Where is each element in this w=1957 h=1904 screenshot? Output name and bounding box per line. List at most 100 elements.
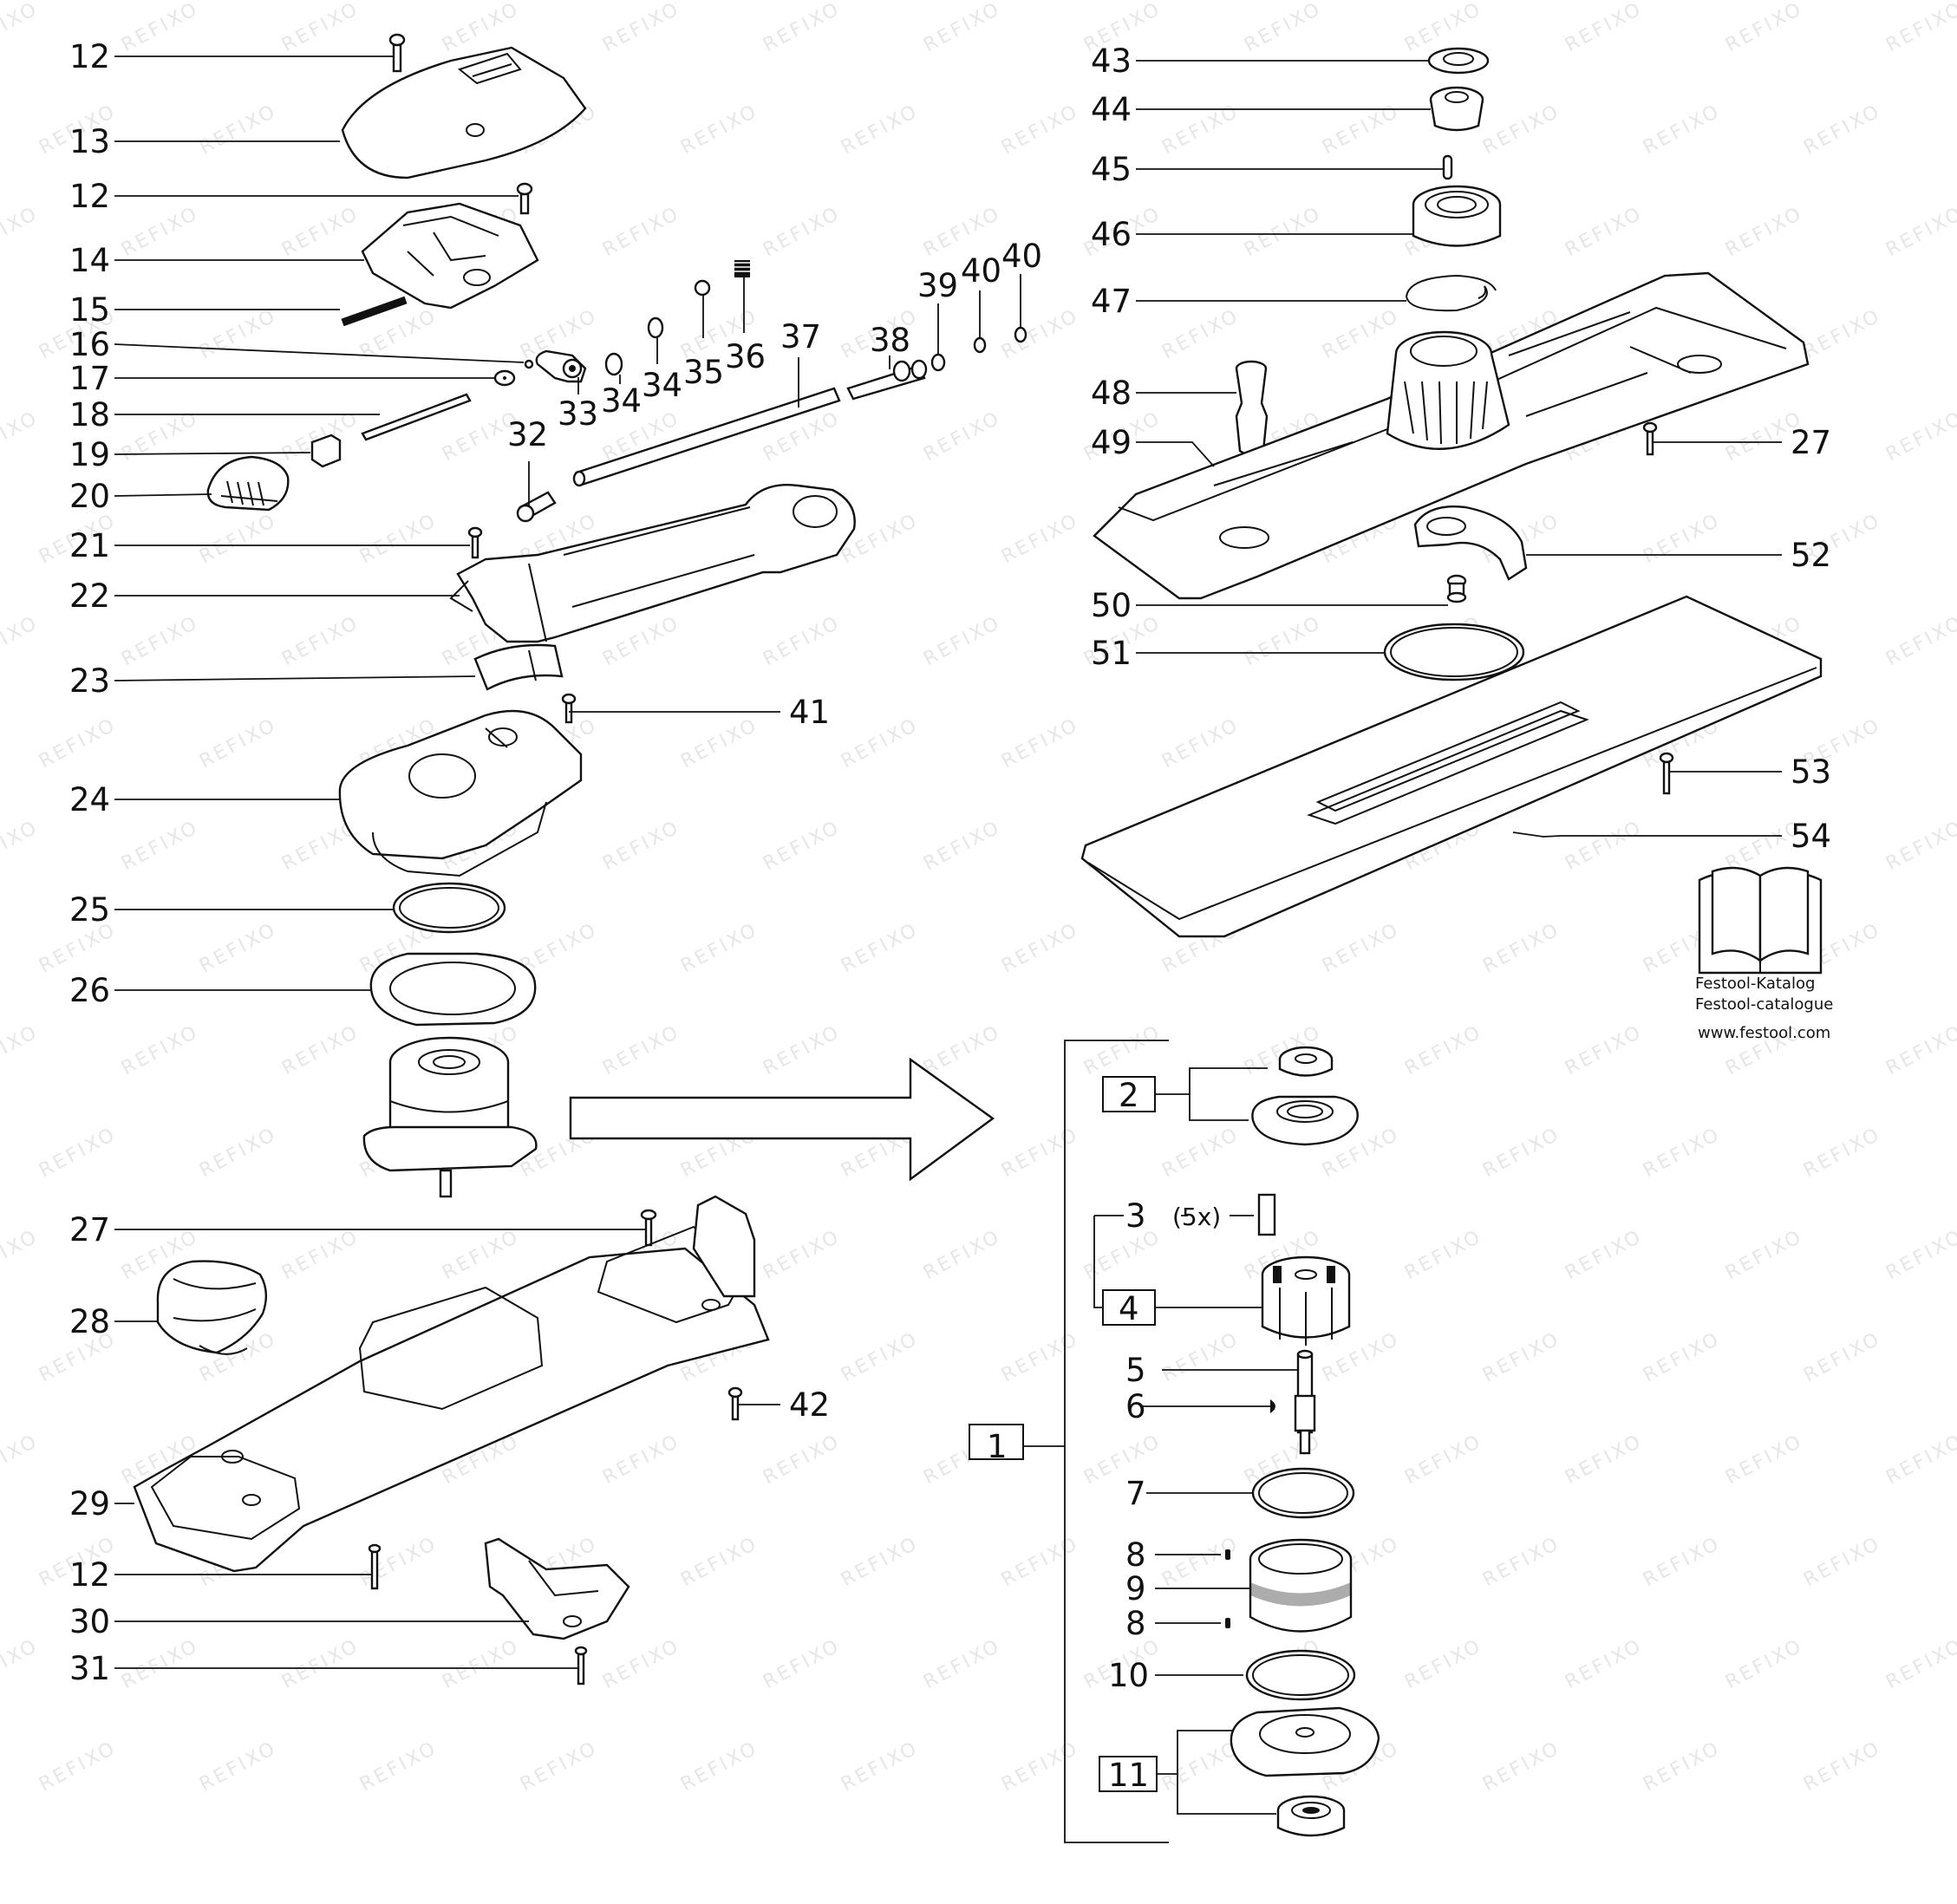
watermark-text: REFIXO (118, 612, 203, 671)
watermark-text: REFIXO (1640, 1328, 1725, 1387)
watermark-text: REFIXO (760, 1431, 845, 1490)
part-39-ring (930, 353, 946, 372)
part-30-clamp (484, 1537, 630, 1640)
watermark-text: REFIXO (0, 1431, 42, 1490)
label-40: 40 (1001, 238, 1042, 275)
watermark-text: REFIXO (278, 1226, 363, 1285)
part-46-bearing (1412, 185, 1502, 247)
kit-label-8: 8 (1125, 1605, 1146, 1642)
watermark-text: REFIXO (1882, 0, 1957, 56)
watermark-text: REFIXO (998, 101, 1083, 160)
kit-label-3-quantity: (5x) (1172, 1203, 1221, 1231)
watermark-text: REFIXO (1401, 1226, 1486, 1285)
watermark-text: REFIXO (1158, 714, 1243, 773)
part-38-axle (846, 359, 928, 401)
watermark-text: REFIXO (1401, 1021, 1486, 1080)
watermark-text: REFIXO (439, 1226, 524, 1285)
watermark-text: REFIXO (118, 1635, 203, 1694)
part-53-screw (1659, 752, 1674, 795)
label-28: 28 (69, 1303, 110, 1340)
watermark-text: REFIXO (0, 817, 42, 876)
right-labels: 43 44 45 46 47 48 49 27 52 50 51 53 54 (1091, 42, 1831, 855)
watermark-text: REFIXO (356, 1533, 441, 1592)
part-36-spring (734, 260, 750, 277)
watermark-text: REFIXO (838, 919, 923, 978)
watermark-text: REFIXO (278, 1021, 363, 1080)
watermark-text: REFIXO (1562, 817, 1647, 876)
part-34-ring-b (647, 316, 664, 339)
part-40-ring-b (1014, 326, 1027, 343)
label-49: 49 (1091, 424, 1132, 461)
watermark-text: REFIXO (998, 919, 1083, 978)
watermark-text: REFIXO (599, 203, 684, 262)
watermark-text: REFIXO (1882, 1431, 1957, 1490)
label-19: 19 (69, 436, 110, 473)
watermark-text: REFIXO (838, 714, 923, 773)
watermark-text: REFIXO (677, 919, 762, 978)
label-26: 26 (69, 972, 110, 1009)
watermark-text: REFIXO (599, 0, 684, 56)
part-45-pin (1442, 154, 1453, 180)
kit-label-5: 5 (1125, 1352, 1146, 1389)
part-27-screw-left (640, 1209, 657, 1247)
watermark-text: REFIXO (1479, 919, 1564, 978)
kit-label-3: 3 (1125, 1197, 1146, 1235)
part-21-screw (467, 526, 483, 559)
label-18: 18 (69, 396, 110, 434)
kit-part-6-key (1270, 1399, 1275, 1414)
watermark-text: REFIXO (278, 203, 363, 262)
watermark-text: REFIXO (920, 1635, 1005, 1694)
watermark-text: REFIXO (1401, 1635, 1486, 1694)
kit-part-7-ring (1251, 1467, 1355, 1519)
label-40: 40 (961, 252, 1001, 290)
part-17-washer (493, 369, 516, 387)
part-54-sanding-plate (1080, 595, 1823, 938)
watermark-text: REFIXO (0, 0, 42, 56)
kit-label-10: 10 (1108, 1657, 1149, 1694)
part-41-screw (561, 693, 577, 724)
part-20-knob (206, 455, 290, 512)
watermark-text: REFIXO (1080, 1431, 1165, 1490)
right-top-assembly (1080, 47, 1823, 938)
watermark-text: REFIXO (1722, 203, 1807, 262)
label-12: 12 (69, 1556, 110, 1594)
watermark-text: REFIXO (517, 919, 602, 978)
watermark-text: REFIXO (36, 714, 121, 773)
label-29: 29 (69, 1485, 110, 1523)
watermark-text: REFIXO (1640, 1124, 1725, 1183)
catalog-link[interactable]: www.festool.com (1698, 1024, 1830, 1042)
kit-label-2: 2 (1119, 1077, 1139, 1114)
watermark-text: REFIXO (760, 1021, 845, 1080)
label-39: 39 (917, 267, 958, 304)
kit-part-8-pin-a (1225, 1549, 1230, 1560)
watermark-text: REFIXO (838, 1328, 923, 1387)
catalog-line-1: Festool-Katalog (1695, 975, 1815, 993)
watermark-text: REFIXO (118, 817, 203, 876)
watermark-text: REFIXO (838, 101, 923, 160)
label-14: 14 (69, 242, 110, 279)
watermark-text: REFIXO (1479, 101, 1564, 160)
watermark-text: REFIXO (196, 714, 281, 773)
watermark-text: REFIXO (1882, 408, 1957, 466)
part-37-shaft (572, 387, 841, 487)
label-13: 13 (69, 123, 110, 160)
part-31-screw (574, 1646, 588, 1686)
kit-part-2-b (1251, 1095, 1359, 1146)
watermark-text: REFIXO (196, 305, 281, 364)
label-15: 15 (69, 291, 110, 329)
part-19-block (310, 434, 342, 468)
watermark-text: REFIXO (1401, 1431, 1486, 1490)
kit-box-2 (1102, 1076, 1156, 1112)
part-motor-assembly (362, 1036, 538, 1198)
watermark-text: REFIXO (920, 612, 1005, 671)
watermark-text: REFIXO (1640, 1738, 1725, 1796)
watermark-text: REFIXO (0, 1226, 42, 1285)
watermark-text: REFIXO (599, 1635, 684, 1694)
part-26-seal (369, 952, 537, 1027)
label-16: 16 (69, 326, 110, 363)
label-54: 54 (1791, 818, 1831, 855)
watermark-text: REFIXO (196, 1124, 281, 1183)
watermark-text: REFIXO (1562, 1226, 1647, 1285)
part-49-housing (1093, 271, 1810, 600)
watermark-text: REFIXO (1562, 203, 1647, 262)
